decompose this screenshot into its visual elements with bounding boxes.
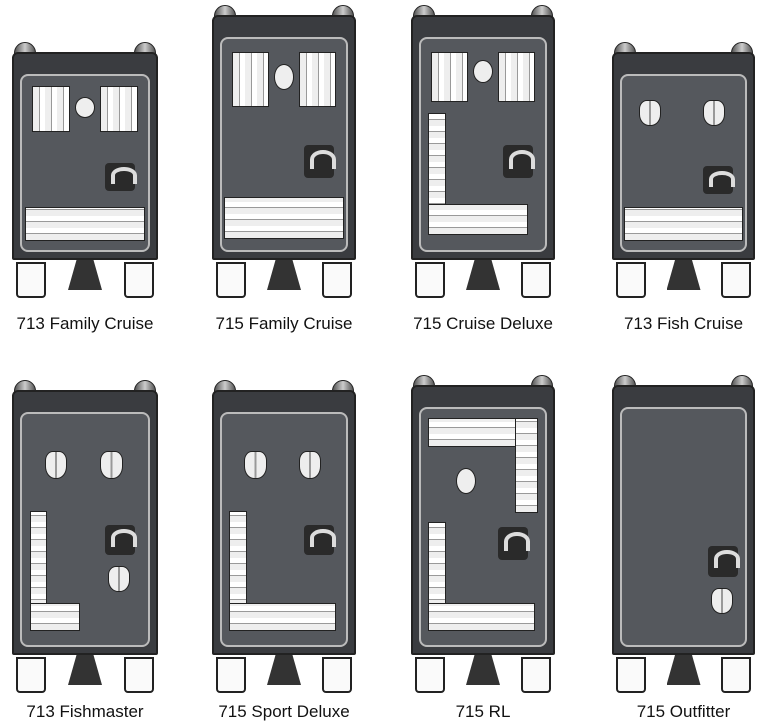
seat-icon	[100, 86, 138, 132]
pontoon-end	[322, 657, 352, 693]
seat-icon	[231, 51, 270, 107]
chair-icon	[100, 450, 123, 479]
deck	[620, 74, 747, 252]
bench-icon	[428, 602, 536, 631]
table-icon	[274, 64, 294, 90]
chair-icon	[244, 450, 267, 479]
boat-model-label: 715 Family Cruise	[215, 314, 353, 333]
bench-icon	[624, 206, 743, 242]
seat-icon	[32, 86, 70, 132]
pontoon-end	[124, 262, 154, 298]
motor-icon	[68, 260, 102, 290]
pontoon-end	[521, 657, 551, 693]
boat-model-label: 713 Fish Cruise	[623, 314, 744, 333]
chair-icon	[703, 100, 726, 127]
pontoon-end	[616, 262, 646, 298]
boat-model-label: 713 Family Cruise	[16, 314, 154, 333]
motor-icon	[68, 655, 102, 685]
pontoon-end	[16, 262, 46, 298]
bench-icon	[515, 418, 538, 513]
pontoon-end	[124, 657, 154, 693]
deck	[220, 37, 348, 252]
hull	[12, 390, 158, 655]
pontoon-end	[721, 262, 751, 298]
helm-icon	[105, 524, 138, 555]
helm-icon	[708, 545, 740, 577]
pontoon-end	[415, 262, 445, 298]
motor-icon	[466, 260, 500, 290]
table-icon	[455, 468, 476, 494]
chair-icon	[107, 566, 131, 592]
hull	[411, 385, 555, 655]
boat-layout	[411, 5, 555, 300]
pontoon-end	[16, 657, 46, 693]
boat-layout	[612, 375, 755, 695]
boat-layout	[411, 375, 555, 695]
helm-icon	[303, 524, 336, 555]
boat-layout	[12, 42, 158, 300]
pontoon-end	[415, 657, 445, 693]
boat-layout	[612, 42, 755, 300]
seat-icon	[497, 51, 536, 103]
chair-icon	[710, 588, 733, 615]
bench-icon	[229, 603, 337, 632]
boat-layout	[12, 380, 158, 695]
helm-icon	[105, 163, 138, 191]
bench-icon	[428, 203, 528, 236]
pontoon-end	[616, 657, 646, 693]
hull	[612, 385, 755, 655]
motor-icon	[466, 655, 500, 685]
motor-icon	[666, 655, 701, 685]
boat-model-label: 715 Sport Deluxe	[218, 702, 350, 721]
boat-layout	[212, 380, 356, 695]
hull	[212, 390, 356, 655]
seat-icon	[298, 51, 337, 107]
pontoon-end	[216, 657, 246, 693]
helm-icon	[703, 166, 735, 195]
pontoon-end	[521, 262, 551, 298]
deck	[20, 412, 150, 647]
deck	[620, 407, 747, 647]
table-icon	[74, 96, 96, 118]
bench-icon	[29, 603, 80, 632]
table-icon	[473, 60, 493, 84]
boat-model-label: 715 Outfitter	[636, 702, 731, 721]
pontoon-end	[216, 262, 246, 298]
seat-icon	[430, 51, 469, 103]
motor-icon	[666, 260, 701, 290]
helm-icon	[497, 527, 530, 561]
pontoon-end	[322, 262, 352, 298]
helm-icon	[502, 144, 535, 179]
boat-model-label: 713 Fishmaster	[26, 702, 144, 721]
motor-icon	[267, 260, 301, 290]
chair-icon	[639, 100, 662, 127]
hull	[411, 15, 555, 260]
boat-model-label: 715 Cruise Deluxe	[413, 314, 553, 333]
chair-icon	[298, 450, 322, 479]
chair-icon	[44, 450, 68, 479]
bench-icon	[224, 197, 344, 240]
deck	[220, 412, 348, 647]
motor-icon	[267, 655, 301, 685]
deck	[419, 37, 547, 252]
bench-icon	[24, 206, 146, 242]
hull	[12, 52, 158, 260]
boat-model-label: 715 RL	[455, 702, 511, 721]
helm-icon	[303, 144, 336, 179]
hull	[212, 15, 356, 260]
pontoon-end	[721, 657, 751, 693]
deck	[419, 407, 547, 647]
deck	[20, 74, 150, 252]
boat-layout	[212, 5, 356, 300]
hull	[612, 52, 755, 260]
